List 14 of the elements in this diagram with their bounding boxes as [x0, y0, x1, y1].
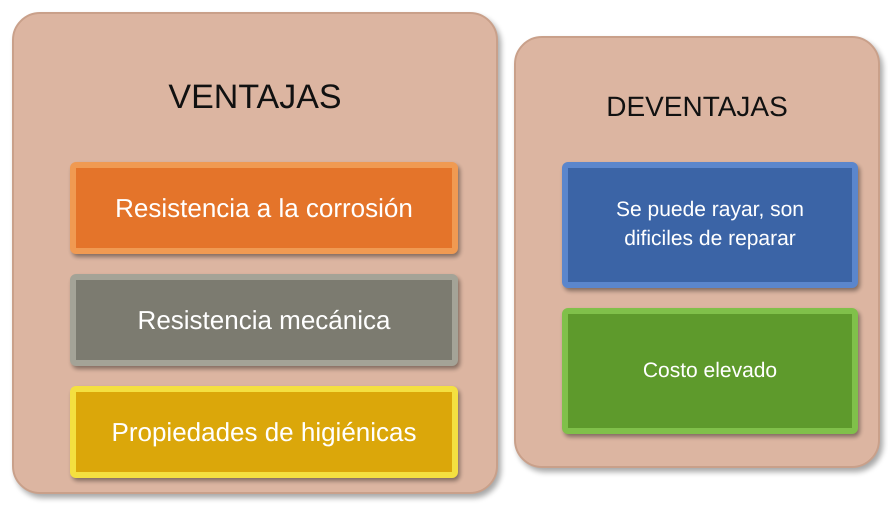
- process-box: [70, 162, 458, 254]
- box-label: Resistencia a la corrosión: [115, 192, 413, 224]
- process-box: [70, 386, 458, 478]
- box-label: Costo elevado: [642, 358, 778, 384]
- panel-heading: DEVENTAJAS: [605, 90, 789, 124]
- panel: [12, 12, 498, 494]
- box-label: Propiedades de higiénicas: [112, 416, 416, 448]
- process-box: [562, 162, 858, 288]
- box-label: Resistencia mecánica: [138, 304, 390, 336]
- panel-heading: VENTAJAS: [167, 77, 343, 118]
- process-box: [70, 274, 458, 366]
- process-box: [562, 308, 858, 434]
- box-label: Se puede rayar, son dificiles de reparar: [615, 197, 805, 252]
- panel: [514, 36, 880, 468]
